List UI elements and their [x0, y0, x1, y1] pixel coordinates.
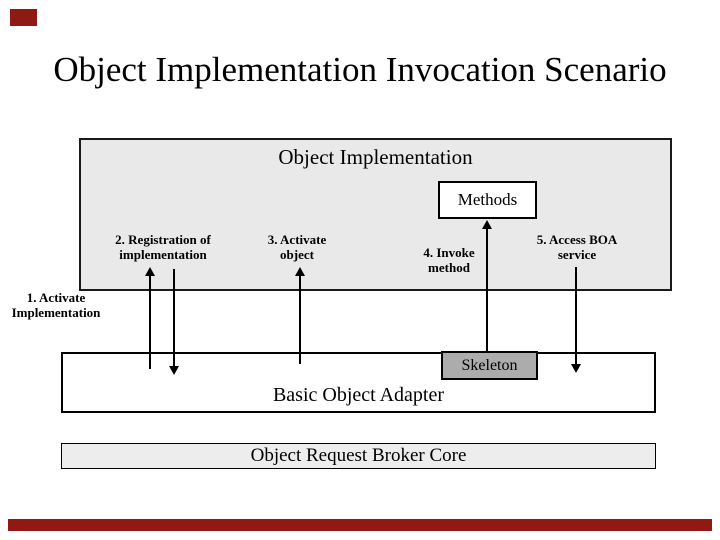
arrow-activate-object-head-icon — [295, 267, 305, 276]
accent-bottom-bar — [8, 519, 712, 531]
step-1-line2: Implementation — [11, 304, 101, 320]
arrow-access-boa-head-icon — [571, 364, 581, 373]
orb-core-box: Object Request Broker Core — [61, 443, 656, 469]
step-4-line1: 4. Invoke — [423, 245, 475, 260]
arrow-activate-object-line — [299, 276, 301, 364]
step-2-line2: implementation — [119, 246, 207, 262]
step-4-line2: method — [428, 259, 470, 275]
basic-object-adapter-box — [61, 352, 656, 413]
methods-label: Methods — [457, 190, 518, 209]
arrow-invoke-method-head-icon — [482, 220, 492, 229]
step-label-3: 3. Activate object — [247, 232, 347, 262]
step-5-line1: 5. Access BOA — [536, 232, 618, 247]
arrow-registration-up-head-icon — [145, 267, 155, 276]
basic-object-adapter-label: Basic Object Adapter — [272, 384, 445, 406]
object-implementation-box — [79, 138, 672, 291]
step-label-2: 2. Registration of implementation — [88, 232, 238, 262]
step-3-line2: object — [280, 246, 314, 262]
arrow-registration-down-line — [173, 269, 175, 367]
step-label-4: 4. Invoke method — [399, 245, 499, 275]
orb-core-label: Object Request Broker Core — [250, 445, 467, 466]
step-label-5: 5. Access BOA service — [507, 232, 647, 262]
step-5-line2: service — [557, 246, 597, 262]
step-1-line1: 1. Activate — [26, 290, 86, 305]
step-label-1: 1. Activate Implementation — [0, 290, 112, 320]
skeleton-label: Skeleton — [461, 356, 518, 374]
arrow-access-boa-line — [575, 267, 577, 365]
step-3-line1: 3. Activate — [267, 232, 327, 247]
page-title: Object Implementation Invocation Scenari… — [53, 50, 667, 89]
arrow-registration-up-line — [149, 276, 151, 369]
object-implementation-label: Object Implementation — [278, 145, 473, 169]
methods-box: Methods — [438, 181, 537, 219]
arrow-invoke-method-line — [486, 229, 488, 351]
step-2-line1: 2. Registration of — [115, 232, 211, 247]
accent-corner-decoration — [10, 9, 37, 26]
skeleton-box: Skeleton — [441, 351, 538, 380]
arrow-registration-down-head-icon — [169, 366, 179, 375]
